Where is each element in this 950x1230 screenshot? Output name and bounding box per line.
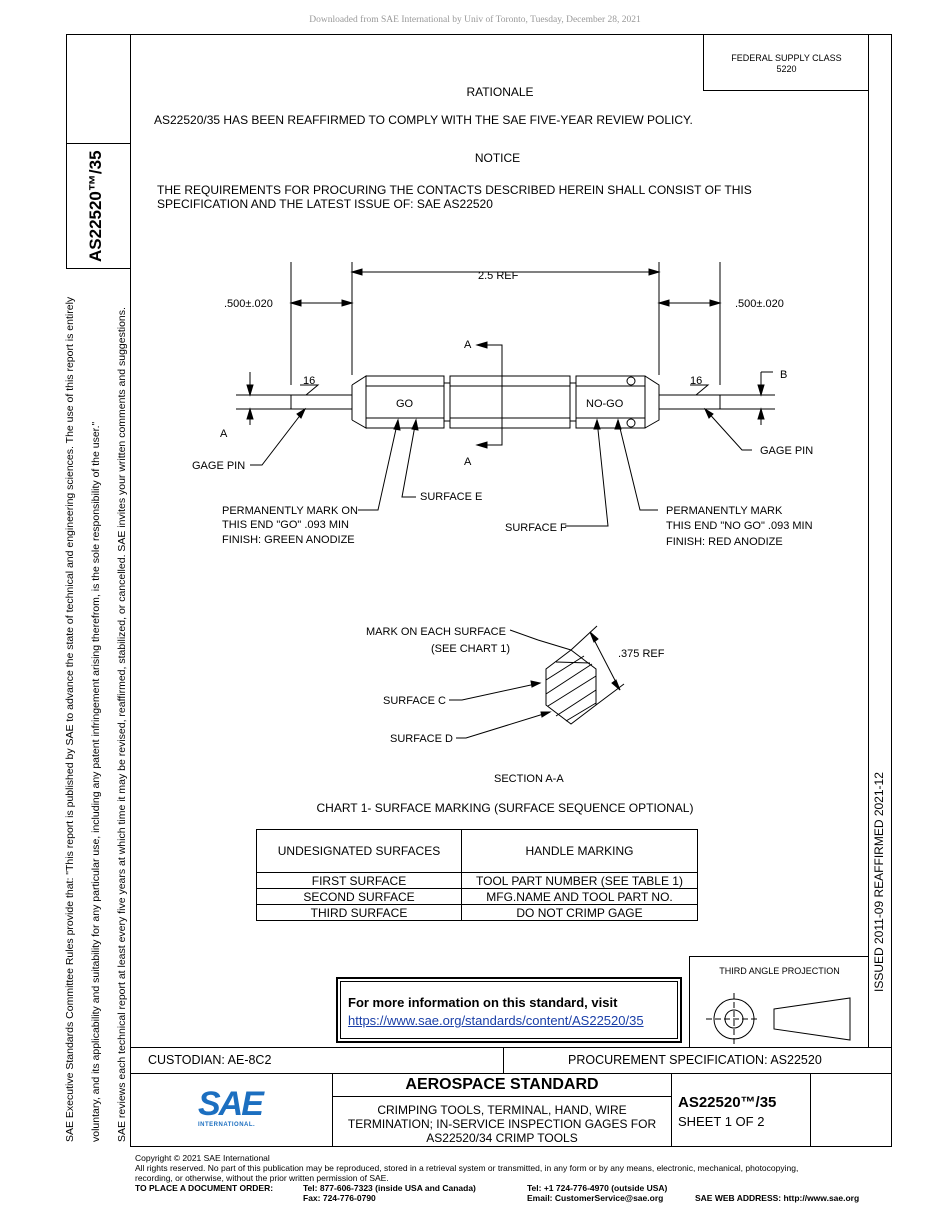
info-box-inner: For more information on this standard, v… xyxy=(340,981,678,1039)
logo-divider xyxy=(332,1073,333,1147)
frame-right-inner xyxy=(868,34,869,1047)
frame-top xyxy=(66,34,892,35)
table-cell: DO NOT CRIMP GAGE xyxy=(461,904,698,921)
section-title: SECTION A-A xyxy=(494,773,564,785)
custodian-label: CUSTODIAN: AE-8C2 xyxy=(148,1053,272,1067)
gage-pin-left: GAGE PIN xyxy=(192,460,245,472)
fax: Fax: 724-776-0790 xyxy=(303,1193,376,1203)
table-row: FIRST SURFACE TOOL PART NUMBER (SEE TABL… xyxy=(256,872,698,889)
surface-c-label: SURFACE C xyxy=(383,695,446,707)
tel-outside: Tel: +1 724-776-4970 (outside USA) xyxy=(527,1183,668,1193)
left-note-2: THIS END "GO" .093 MIN xyxy=(222,519,349,531)
table-cell: SECOND SURFACE xyxy=(256,888,462,905)
title-block-bottom xyxy=(130,1146,892,1147)
dim-left: .500±.020 xyxy=(224,298,273,310)
order-label: TO PLACE A DOCUMENT ORDER: xyxy=(135,1183,274,1193)
doc-divider xyxy=(810,1073,811,1147)
heading-underline xyxy=(332,1096,672,1097)
finish-16-left: 16 xyxy=(303,375,315,387)
title-line-3: AS22520/34 CRIMP TOOLS xyxy=(426,1131,578,1145)
federal-supply-box: FEDERAL SUPPLY CLASS 5220 xyxy=(703,34,869,91)
procurement-label: PROCUREMENT SPECIFICATION: AS22520 xyxy=(568,1053,822,1067)
frame-left xyxy=(130,34,131,1147)
issued-reaffirmed: ISSUED 2011-09 REAFFIRMED 2021-12 xyxy=(872,772,886,992)
frame-left-outer xyxy=(66,34,67,269)
footer-rights-1: All rights reserved. No part of this pub… xyxy=(135,1163,799,1173)
third-angle-box: THIRD ANGLE PROJECTION xyxy=(689,956,869,1048)
notice-text-1: THE REQUIREMENTS FOR PROCURING THE CONTA… xyxy=(157,183,752,197)
surface-f-label: SURFACE F xyxy=(505,522,567,534)
table-cell: TOOL PART NUMBER (SEE TABLE 1) xyxy=(461,872,698,889)
side-box-bottom xyxy=(66,268,131,269)
download-watermark: Downloaded from SAE International by Uni… xyxy=(309,15,641,25)
sae-logo-letters: SAE xyxy=(198,1085,264,1123)
surface-d-label: SURFACE D xyxy=(390,733,453,745)
custodian-divider xyxy=(503,1047,504,1074)
table-cell: THIRD SURFACE xyxy=(256,904,462,921)
sheet-number: SHEET 1 OF 2 xyxy=(678,1114,765,1129)
sae-logo: SAE INTERNATIONAL. xyxy=(198,1086,270,1134)
table-cell: MFG.NAME AND TOOL PART NO. xyxy=(461,888,698,905)
custodian-bottom xyxy=(130,1073,892,1074)
chart-title: CHART 1- SURFACE MARKING (SURFACE SEQUEN… xyxy=(316,801,694,815)
frame-right xyxy=(891,34,892,1147)
table-header-row: UNDESIGNATED SURFACES HANDLE MARKING xyxy=(256,829,698,873)
federal-supply-value: 5220 xyxy=(776,64,797,74)
go-label: GO xyxy=(396,398,414,410)
title-doc-number: AS22520™/35 xyxy=(678,1094,777,1111)
notice-heading: NOTICE xyxy=(474,151,521,165)
custodian-top xyxy=(130,1047,892,1048)
footer-copyright: Copyright © 2021 SAE International xyxy=(135,1153,270,1163)
email[interactable]: Email: CustomerService@sae.org xyxy=(527,1193,664,1203)
table-header-cell: UNDESIGNATED SURFACES xyxy=(256,829,462,873)
finish-16-right: 16 xyxy=(690,375,702,387)
right-note-1: PERMANENTLY MARK xyxy=(666,505,783,517)
table-header-cell: HANDLE MARKING xyxy=(461,829,698,873)
section-a-bottom: A xyxy=(464,456,472,468)
gage-drawing: 2.5 REF .500±.020 .500±.020 A A A B GO N… xyxy=(192,262,813,785)
gage-pin-right: GAGE PIN xyxy=(760,445,813,457)
title-line-2: TERMINATION; IN-SERVICE INSPECTION GAGES… xyxy=(347,1117,657,1131)
footer-rights-2: recording, or otherwise, without the pri… xyxy=(135,1173,389,1183)
notice-text-2: SPECIFICATION AND THE LATEST ISSUE OF: S… xyxy=(157,197,493,211)
table-row: THIRD SURFACE DO NOT CRIMP GAGE xyxy=(256,904,698,921)
nogo-label: NO-GO xyxy=(586,398,624,410)
rationale-heading: RATIONALE xyxy=(466,85,534,99)
section-a-top: A xyxy=(464,339,472,351)
left-note-1: PERMANENTLY MARK ON xyxy=(222,505,358,517)
left-note-3: FINISH: GREEN ANODIZE xyxy=(222,534,355,546)
federal-supply-label: FEDERAL SUPPLY CLASS xyxy=(731,53,842,63)
rationale-text: AS22520/35 HAS BEEN REAFFIRMED TO COMPLY… xyxy=(154,113,693,127)
dim-right: .500±.020 xyxy=(735,298,784,310)
label-a-left: A xyxy=(220,428,228,440)
mark-each-2: (SEE CHART 1) xyxy=(431,643,510,655)
title-line-1: CRIMPING TOOLS, TERMINAL, HAND, WIRE xyxy=(377,1103,627,1117)
info-box: For more information on this standard, v… xyxy=(336,977,682,1043)
side-box-mid xyxy=(66,143,131,144)
ref-375: .375 REF xyxy=(618,648,665,660)
projection-symbol xyxy=(706,993,851,1045)
info-box-text: For more information on this standard, v… xyxy=(348,995,618,1010)
label-b: B xyxy=(780,369,787,381)
table-row: SECOND SURFACE MFG.NAME AND TOOL PART NO… xyxy=(256,888,698,905)
footer: Copyright © 2021 SAE International All r… xyxy=(135,1153,895,1203)
table-cell: FIRST SURFACE xyxy=(256,872,462,889)
mark-each-1: MARK ON EACH SURFACE xyxy=(366,626,506,638)
third-angle-label: THIRD ANGLE PROJECTION xyxy=(719,966,840,976)
standard-link[interactable]: https://www.sae.org/standards/content/AS… xyxy=(348,1013,644,1028)
dim-ref-top: 2.5 REF xyxy=(478,270,519,282)
right-note-3: FINISH: RED ANODIZE xyxy=(666,536,783,548)
sae-logo-sub: INTERNATIONAL. xyxy=(198,1122,256,1128)
surface-marking-table: UNDESIGNATED SURFACES HANDLE MARKING FIR… xyxy=(256,829,698,921)
surface-e-label: SURFACE E xyxy=(420,491,482,503)
right-note-2: THIS END "NO GO" .093 MIN xyxy=(666,520,813,532)
tel-usa: Tel: 877-606-7323 (inside USA and Canada… xyxy=(303,1183,476,1193)
title-divider xyxy=(671,1073,672,1147)
web-address[interactable]: SAE WEB ADDRESS: http://www.sae.org xyxy=(695,1193,860,1203)
aerospace-standard-heading: AEROSPACE STANDARD xyxy=(405,1076,599,1093)
